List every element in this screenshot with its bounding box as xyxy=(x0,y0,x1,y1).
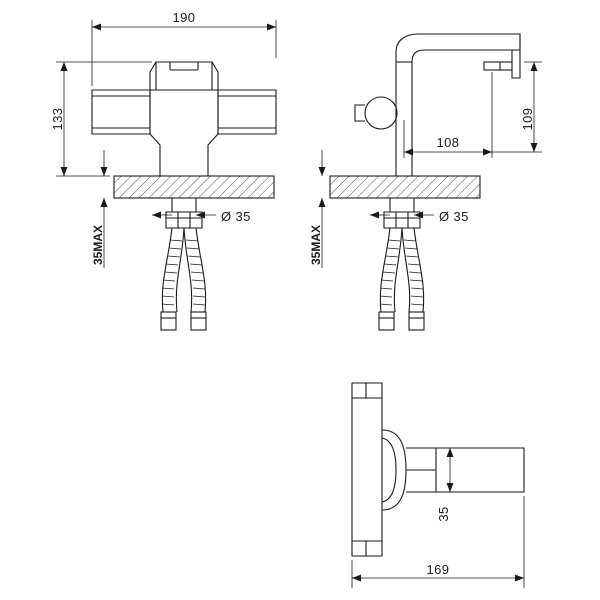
dim-height-133: 133 xyxy=(50,108,65,131)
dim-width-190: 190 xyxy=(173,10,196,25)
side-view-geometry xyxy=(329,33,521,331)
dim-thickness-35max-2: 35MAX xyxy=(309,225,323,265)
top-view-geometry xyxy=(351,382,525,557)
dim-depth-35: 35 xyxy=(436,506,451,521)
dim-reach-108: 108 xyxy=(437,135,460,150)
front-view-dimensions xyxy=(56,20,277,268)
top-view-dimensions xyxy=(351,447,525,588)
side-view-dimensions xyxy=(318,61,542,268)
dim-diameter-35: Ø 35 xyxy=(221,209,251,224)
dim-thickness-35max: 35MAX xyxy=(91,225,105,265)
dim-length-169: 169 xyxy=(427,562,450,577)
dim-height-109: 109 xyxy=(520,108,535,131)
dim-diameter-35-2: Ø 35 xyxy=(439,209,469,224)
front-view-geometry xyxy=(91,61,277,331)
